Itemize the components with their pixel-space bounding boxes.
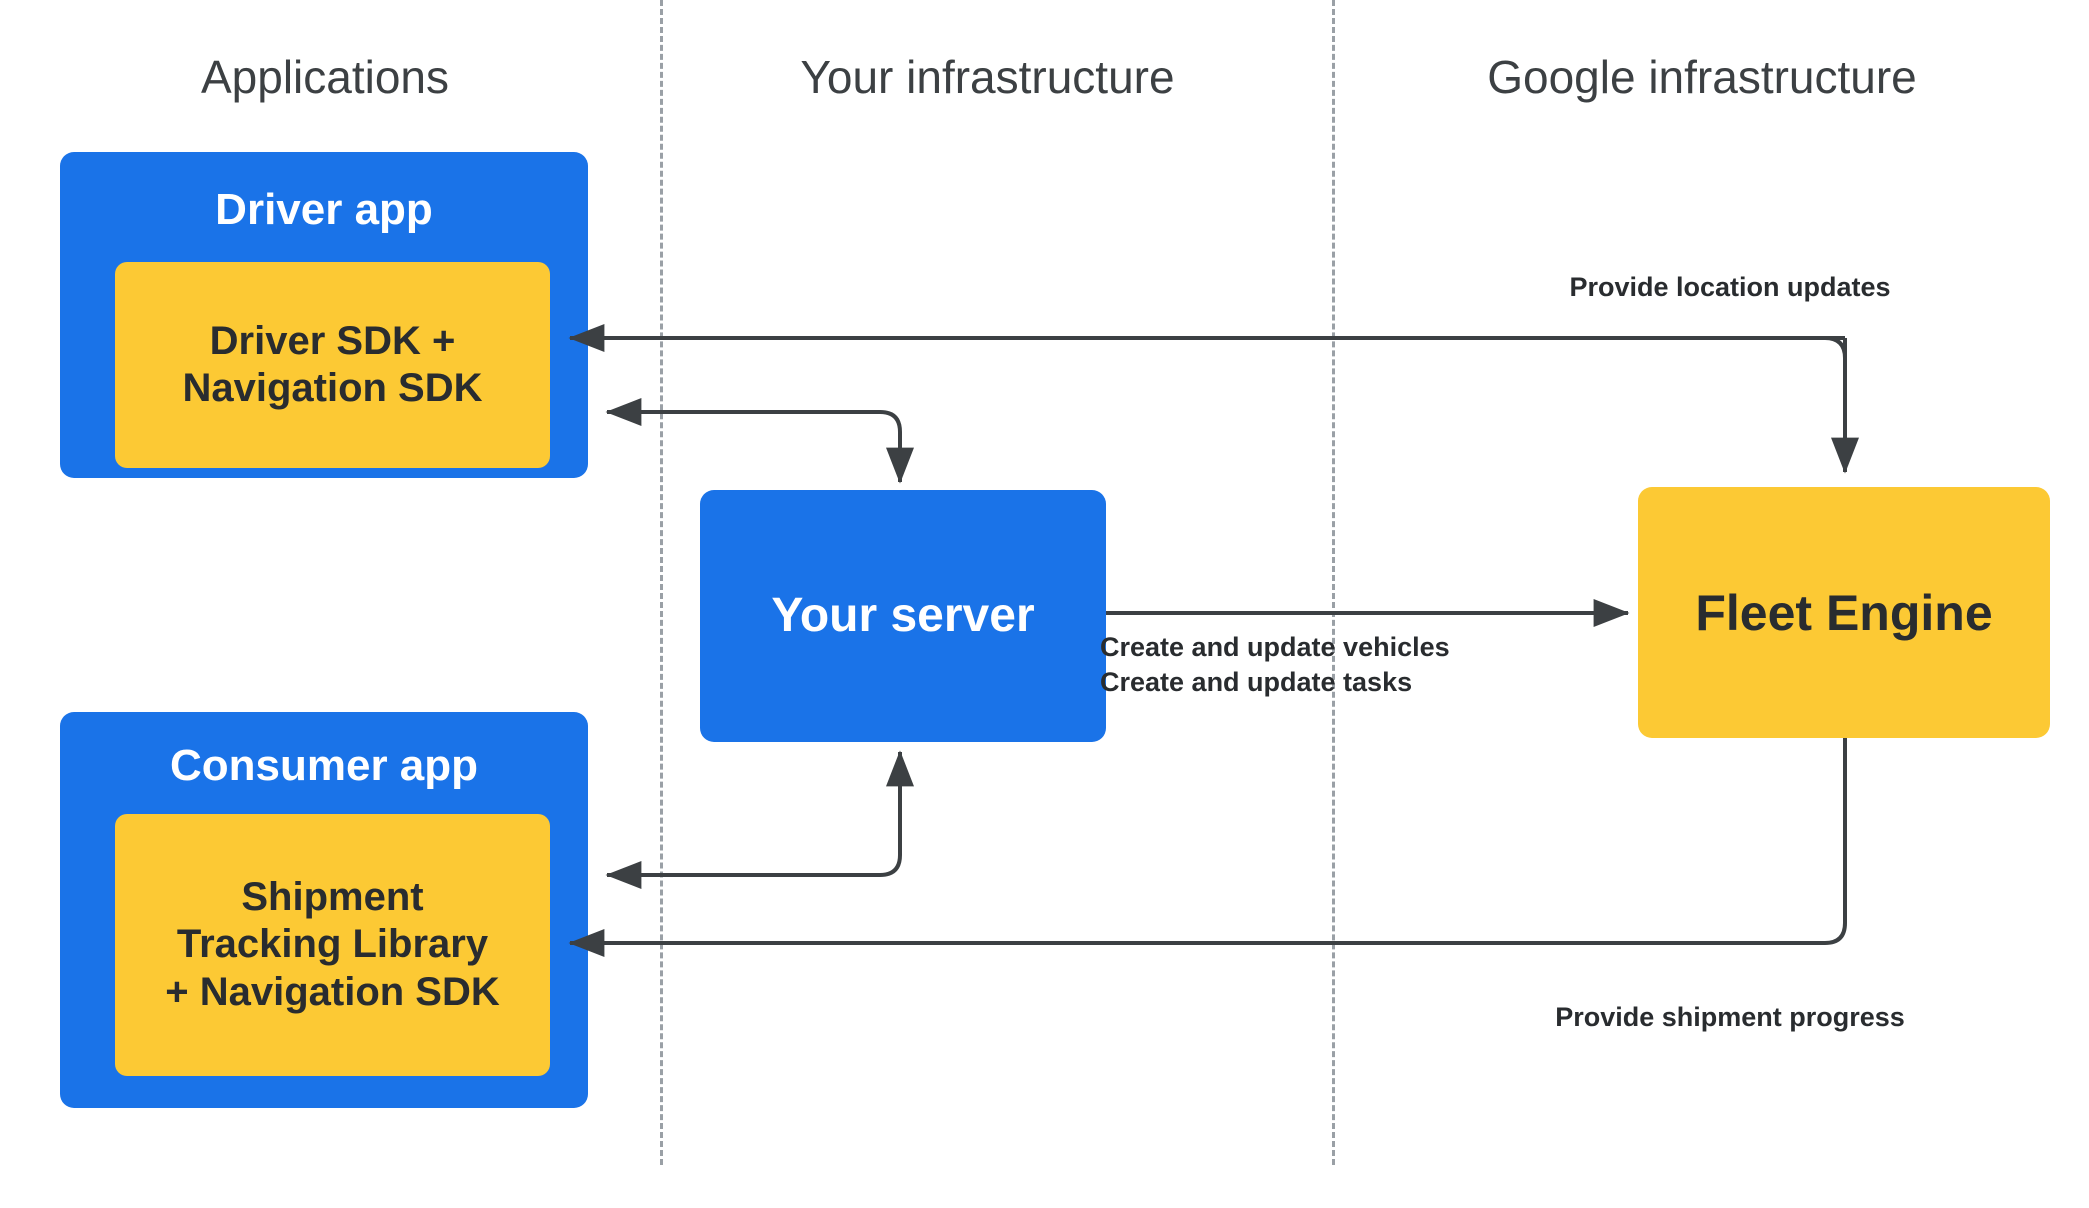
connector-driver-server-corner bbox=[879, 410, 902, 433]
column-header-your-infrastructure: Your infrastructure bbox=[800, 51, 1175, 103]
column-header-google-infrastructure: Google infrastructure bbox=[1487, 51, 1917, 103]
edge-label-create-update-tasks: Create and update tasks bbox=[1100, 666, 1413, 697]
consumer-sdk-label: Shipment Tracking Library + Navigation S… bbox=[157, 874, 508, 1016]
your-server-node[interactable]: Your server bbox=[700, 490, 1106, 742]
connector-shipment-progress-corner bbox=[1824, 922, 1847, 945]
consumer-sdk-node[interactable]: Shipment Tracking Library + Navigation S… bbox=[115, 814, 550, 1076]
your-server-label: Your server bbox=[771, 589, 1035, 642]
column-divider-right bbox=[1332, 0, 1335, 1165]
consumer-app-node[interactable]: Consumer app Shipment Tracking Library +… bbox=[60, 712, 588, 1108]
driver-app-title: Driver app bbox=[215, 185, 433, 234]
driver-sdk-node[interactable]: Driver SDK + Navigation SDK bbox=[115, 262, 550, 468]
fleet-engine-label: Fleet Engine bbox=[1695, 584, 1993, 641]
driver-app-node[interactable]: Driver app Driver SDK + Navigation SDK bbox=[60, 152, 588, 478]
consumer-app-title: Consumer app bbox=[169, 741, 479, 790]
consumer-sdk-label-line2: Tracking Library bbox=[176, 922, 489, 967]
edge-label-provide-location-updates: Provide location updates bbox=[1569, 272, 1891, 302]
driver-sdk-label-line1: Driver SDK + bbox=[209, 318, 456, 363]
driver-sdk-label-line2: Navigation SDK bbox=[182, 366, 483, 410]
column-header-applications: Applications bbox=[200, 51, 450, 103]
edge-label-create-and-update: Create and update vehicles Create and up… bbox=[1100, 630, 1620, 699]
consumer-sdk-label-line1: Shipment bbox=[241, 875, 424, 920]
fleet-engine-node[interactable]: Fleet Engine bbox=[1638, 487, 2050, 738]
edge-label-provide-shipment-progress: Provide shipment progress bbox=[1555, 1002, 1905, 1032]
connector-location-updates-corner bbox=[1824, 336, 1847, 359]
driver-sdk-label: Driver SDK + Navigation SDK bbox=[174, 318, 490, 412]
column-divider-left bbox=[660, 0, 663, 1165]
connector-consumer-server-corner bbox=[879, 854, 902, 877]
edge-label-create-update-vehicles: Create and update vehicles bbox=[1100, 632, 1450, 662]
consumer-sdk-label-line3: + Navigation SDK bbox=[165, 969, 500, 1014]
